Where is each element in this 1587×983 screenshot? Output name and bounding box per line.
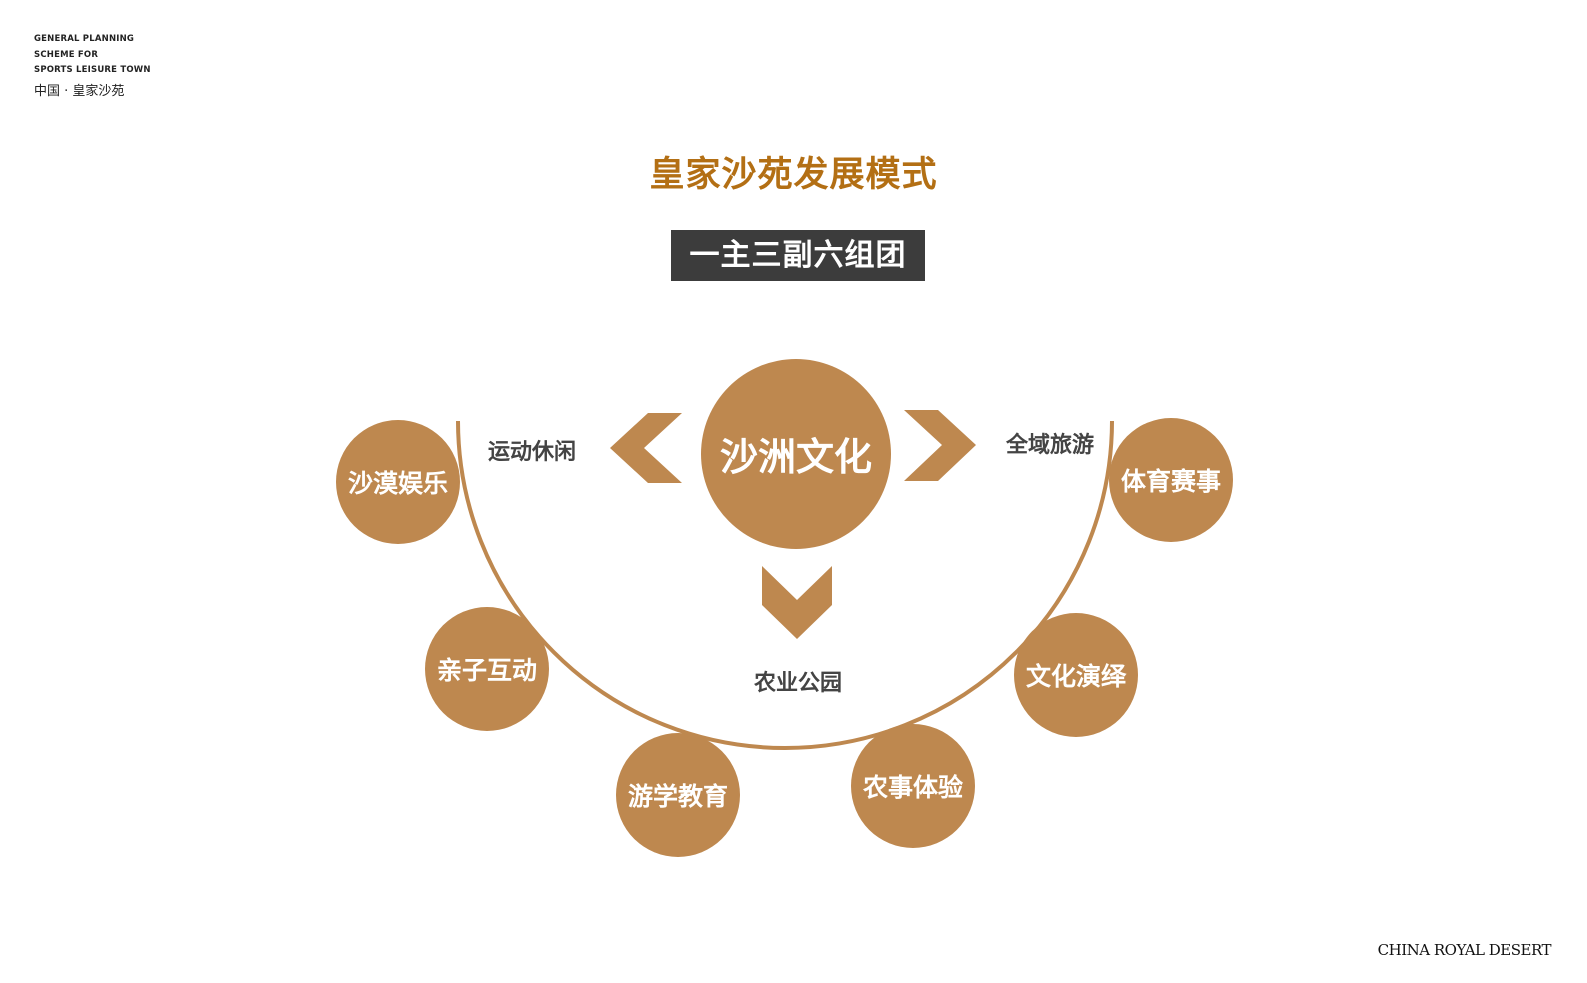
cluster-label: 文化演绎 [1026, 662, 1127, 691]
chevron-left-icon [610, 413, 682, 483]
secondary-label-bottom: 农业公园 [753, 670, 842, 696]
cluster-label: 沙漠娱乐 [348, 469, 448, 498]
chevron-right-icon [904, 410, 976, 481]
page-title: 皇家沙苑发展模式 [649, 155, 938, 195]
cluster-node: 沙漠娱乐 [336, 420, 460, 544]
cluster-label: 体育赛事 [1121, 467, 1221, 496]
cluster-node: 体育赛事 [1109, 418, 1233, 542]
center-node [701, 359, 891, 549]
cluster-label: 亲子互动 [437, 656, 537, 685]
cluster-arc [456, 420, 1114, 750]
brand-english: GENERAL PLANNING SCHEME FOR SPORTS LEISU… [34, 34, 151, 75]
cluster-label: 农事体验 [862, 773, 963, 802]
cluster-node: 亲子互动 [425, 607, 549, 731]
brand-chinese: 中国 · 皇家沙苑 [34, 83, 125, 99]
center-node-label: 沙洲文化 [720, 435, 872, 479]
cluster-node: 文化演绎 [1014, 613, 1138, 737]
cluster-node: 农事体验 [851, 724, 975, 848]
cluster-label: 游学教育 [628, 782, 728, 811]
secondary-label-left: 运动休闲 [488, 440, 576, 465]
brand-block: GENERAL PLANNING SCHEME FOR SPORTS LEISU… [34, 32, 151, 101]
chevron-down-icon [762, 566, 832, 639]
secondary-label-right: 全域旅游 [1005, 432, 1094, 458]
subtitle-banner: 一主三副六组团 [671, 230, 925, 281]
footer-brand: CHINA ROYAL DESERT [1377, 941, 1552, 959]
cluster-node: 游学教育 [616, 733, 740, 857]
